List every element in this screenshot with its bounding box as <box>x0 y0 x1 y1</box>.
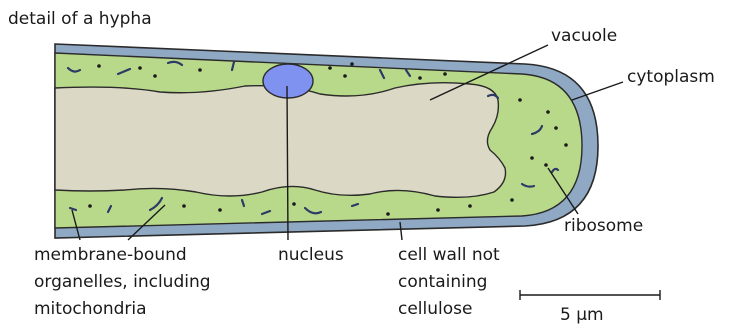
ribosome-dot <box>292 202 296 206</box>
cell-wall-label-line2: containing <box>398 272 487 292</box>
ribosome-dot <box>468 204 472 208</box>
vacuole <box>55 83 506 198</box>
ribosome-dot <box>386 212 390 216</box>
ribosome-dot <box>564 143 568 147</box>
ribosome-dot <box>343 74 347 78</box>
ribosome-label: ribosome <box>564 216 643 236</box>
cell-wall-label-line3: cellulose <box>398 299 472 319</box>
ribosome-dot <box>544 163 548 167</box>
ribosome-dot <box>554 126 558 130</box>
organelles-label-line3: mitochondria <box>34 299 147 319</box>
scale-bar-label: 5 μm <box>560 305 604 325</box>
ribosome-dot <box>153 74 157 78</box>
nucleus <box>263 64 313 98</box>
ribosome-dot <box>436 208 440 212</box>
nucleus-label: nucleus <box>278 245 344 265</box>
ribosome-dot <box>328 66 332 70</box>
cytoplasm-label: cytoplasm <box>627 67 715 87</box>
ribosome-dot <box>518 98 522 102</box>
cell-wall-label-line1: cell wall not <box>398 245 500 265</box>
ribosome-dot <box>97 64 101 68</box>
scale-bar <box>520 290 660 300</box>
ribosome-dot <box>88 204 92 208</box>
ribosome-dot <box>182 204 186 208</box>
diagram-title: detail of a hypha <box>8 9 152 29</box>
ribosome-dot <box>443 72 447 76</box>
ribosome-dot <box>138 66 142 70</box>
ribosome-dot <box>350 62 354 66</box>
vacuole-label: vacuole <box>551 26 617 46</box>
ribosome-dot <box>510 198 514 202</box>
ribosome-dot <box>546 110 550 114</box>
organelles-label-line1: membrane-bound <box>34 245 187 265</box>
ribosome-dot <box>218 208 222 212</box>
nucleus-leader <box>287 86 288 240</box>
organelles-label-line2: organelles, including <box>34 272 211 292</box>
ribosome-dot <box>198 68 202 72</box>
ribosome-dot <box>530 156 534 160</box>
ribosome-dot <box>418 76 422 80</box>
